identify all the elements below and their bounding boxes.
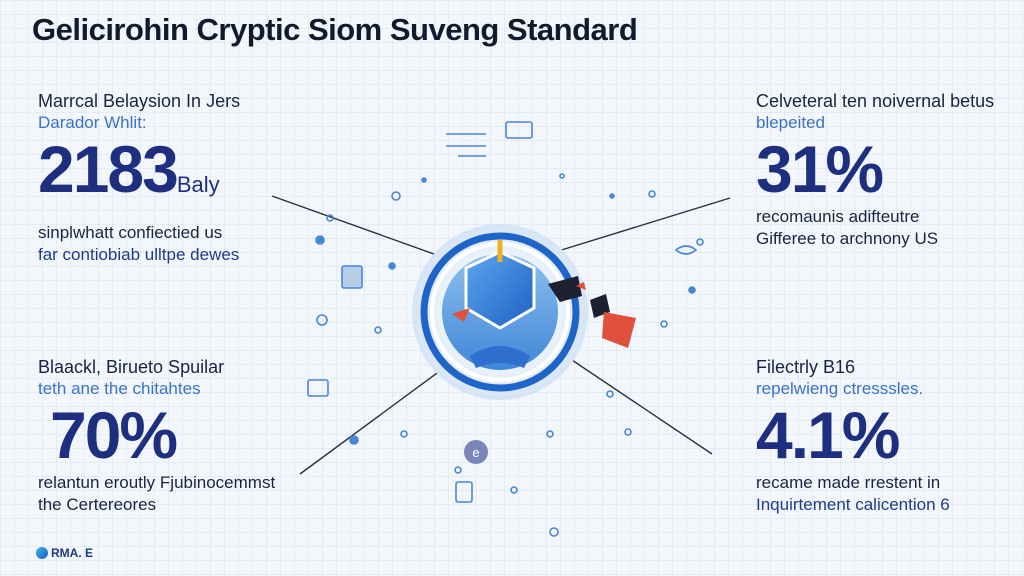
security-emblem [412, 224, 636, 400]
stat-value: 2183Baly [38, 134, 328, 220]
brand-logo: RMA. E [36, 546, 93, 560]
stat-heading: Celveteral ten noivernal betus [756, 91, 995, 111]
stat-desc-1: sinplwhatt confiectied us [38, 223, 223, 242]
stat-desc-2: Inquirtement calicention 6 [756, 495, 950, 514]
scattered-icons [307, 121, 704, 537]
stat-value: 4.1% [756, 398, 900, 472]
stat-desc-2: the Certereores [38, 495, 157, 514]
stat-top-left: Marrcal Belaysion In Jers Darador Whlit:… [38, 90, 328, 266]
stat-heading: Filectrly B16 [756, 357, 856, 377]
stat-number: 2183 [38, 132, 179, 206]
stat-top-right: Celveteral ten noivernal betus blepeited… [756, 90, 1006, 250]
stat-desc-1: recame made rrestent in [756, 473, 941, 492]
stat-value: 31% [756, 132, 884, 206]
stat-subheading: repelwieng ctresssles. [756, 379, 924, 398]
page-title: Gelicirohin Cryptic Siom Suveng Standard [32, 12, 638, 47]
stat-subheading: blepeited [756, 113, 826, 132]
logo-text: RMA. E [51, 546, 93, 560]
stat-unit: Baly [176, 172, 220, 197]
stat-desc-2: Gifferee to archnony US [756, 229, 939, 248]
logo-mark-icon [36, 547, 48, 559]
stat-heading: Marrcal Belaysion In Jers [38, 91, 241, 111]
stat-desc-1: recomaunis adifteutre [756, 207, 920, 226]
stat-subheading: teth ane the chitahtes [38, 379, 201, 398]
stat-desc-1: relantun eroutly Fjubinocemmst [38, 473, 276, 492]
connector-lines [271, 195, 731, 475]
coin-icon: e [464, 440, 488, 464]
svg-text:e: e [472, 445, 479, 460]
stat-value: 70% [50, 398, 178, 472]
stat-subheading: Darador Whlit: [38, 113, 147, 132]
stat-bottom-left: Blaackl, Birueto Spuilar teth ane the ch… [38, 356, 328, 516]
stat-bottom-right: Filectrly B16 repelwieng ctresssles. 4.1… [756, 356, 1006, 516]
stat-heading: Blaackl, Birueto Spuilar [38, 357, 225, 377]
stat-desc-2: far contiobiab ulltpe dewes [38, 245, 240, 264]
